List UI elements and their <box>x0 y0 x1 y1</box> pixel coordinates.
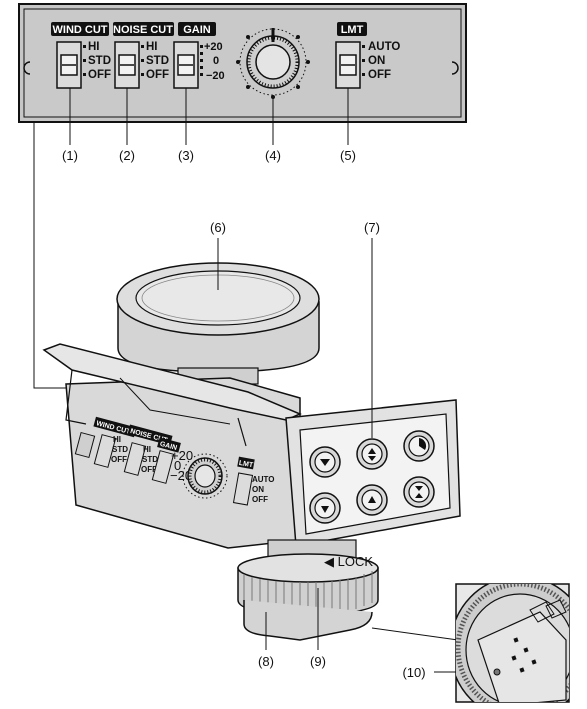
side-noise-opt-off: OFF <box>141 465 157 474</box>
wind-cut-opt-std: STD <box>88 55 111 67</box>
wind-cut-switch[interactable] <box>56 41 82 89</box>
gain-switch[interactable] <box>173 41 199 89</box>
button-3[interactable] <box>403 430 435 462</box>
noise-cut-opt-std: STD <box>146 55 169 67</box>
lmt-switch[interactable] <box>335 41 361 89</box>
side-noise-opt-std: STD <box>142 455 158 464</box>
noise-cut-opt-off: OFF <box>146 69 169 81</box>
control-panel: WIND CUT NOISE CUT GAIN LMT HI STD OFF H… <box>18 3 467 123</box>
side-gain-opt-minus20: −20 <box>170 468 192 483</box>
panel-notch-left <box>23 61 31 75</box>
callout-8: (8) <box>258 654 274 669</box>
callout-10: (10) <box>402 665 425 680</box>
callout-5: (5) <box>340 148 356 163</box>
noise-cut-label: NOISE CUT <box>113 24 173 36</box>
side-lmt-opt-off: OFF <box>252 495 268 504</box>
button-2[interactable] <box>356 438 388 470</box>
side-lmt-opt-auto: AUTO <box>252 475 275 484</box>
gain-opt-minus20: −20 <box>206 70 225 82</box>
noise-cut-opt-hi: HI <box>146 41 158 53</box>
hot-shoe <box>243 600 373 641</box>
side-controls: WIND CUT HI STD OFF NOISE CUT HI STD OFF… <box>74 416 275 506</box>
panel-leader-lines <box>69 88 349 145</box>
lock-ring[interactable] <box>237 539 379 615</box>
lmt-label: LMT <box>341 24 364 36</box>
side-gain-opt-0: 0 <box>174 458 181 473</box>
lmt-opt-auto: AUTO <box>368 41 400 53</box>
noise-cut-switch[interactable] <box>114 41 140 89</box>
side-wind-opt-std: STD <box>112 445 128 454</box>
callout-6: (6) <box>210 220 226 235</box>
side-dial[interactable] <box>182 453 228 499</box>
device-leader-lines <box>217 238 494 673</box>
callout-1: (1) <box>62 148 78 163</box>
gain-opt-plus20: +20 <box>204 41 223 53</box>
callout-3: (3) <box>178 148 194 163</box>
shoe-inset <box>455 583 570 703</box>
wind-cut-tag <box>51 22 109 36</box>
button-6[interactable] <box>403 476 435 508</box>
control-buttons <box>309 430 435 524</box>
gain-opt-0: 0 <box>213 55 219 67</box>
wind-cut-opt-hi: HI <box>88 41 100 53</box>
lmt-tag <box>337 22 367 36</box>
microphone-device: WIND CUT HI STD OFF NOISE CUT HI STD OFF… <box>42 262 461 641</box>
button-1[interactable] <box>309 446 341 478</box>
callout-2: (2) <box>119 148 135 163</box>
noise-cut-tag <box>113 22 174 36</box>
panel-notch-right <box>451 61 459 75</box>
button-5[interactable] <box>356 484 388 516</box>
lmt-opt-off: OFF <box>368 69 391 81</box>
wind-cut-opt-off: OFF <box>88 69 111 81</box>
callout-9: (9) <box>310 654 326 669</box>
gain-dial[interactable] <box>236 28 310 99</box>
button-4[interactable] <box>309 492 341 524</box>
callout-7: (7) <box>364 220 380 235</box>
callout-4: (4) <box>265 148 281 163</box>
lock-label: ◀ LOCK <box>324 554 373 569</box>
side-noise-opt-hi: HI <box>143 445 151 454</box>
side-gain-label: GAIN <box>159 441 178 452</box>
wind-cut-label: WIND CUT <box>53 24 108 36</box>
side-gain-opt-plus20: +20 <box>171 448 193 463</box>
side-wind-opt-hi: HI <box>113 435 121 444</box>
side-wind-opt-off: OFF <box>111 455 127 464</box>
lmt-opt-on: ON <box>368 55 385 67</box>
side-lmt-opt-on: ON <box>252 485 264 494</box>
gain-label: GAIN <box>183 24 211 36</box>
side-lmt-label: LMT <box>238 460 254 470</box>
gain-tag <box>178 22 216 36</box>
